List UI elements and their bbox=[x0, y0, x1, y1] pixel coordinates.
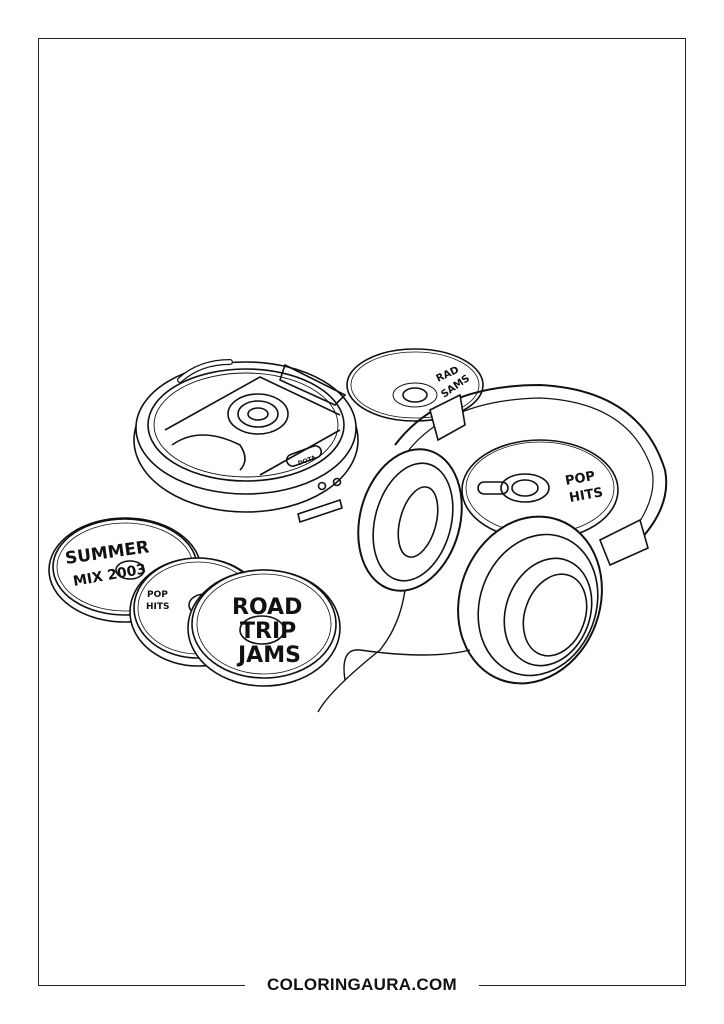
footer: COLORINGAURA.COM bbox=[0, 972, 724, 998]
cd-label-line: TRIP bbox=[240, 619, 296, 644]
cd-label-line: POP bbox=[564, 469, 596, 489]
cd-label-line: ROAD bbox=[232, 595, 302, 620]
site-credit[interactable]: COLORINGAURA.COM bbox=[245, 972, 479, 998]
cd-label-line: HITS bbox=[568, 485, 604, 506]
cd-label-line: JAMS bbox=[236, 643, 301, 668]
headphones bbox=[317, 383, 668, 713]
portable-cd-player: DOTA bbox=[133, 359, 359, 524]
cd-road-trip-jams: ROAD TRIP JAMS bbox=[187, 569, 341, 687]
cd-label-line: HITS bbox=[146, 602, 170, 612]
cd-label-line: POP bbox=[147, 590, 168, 600]
